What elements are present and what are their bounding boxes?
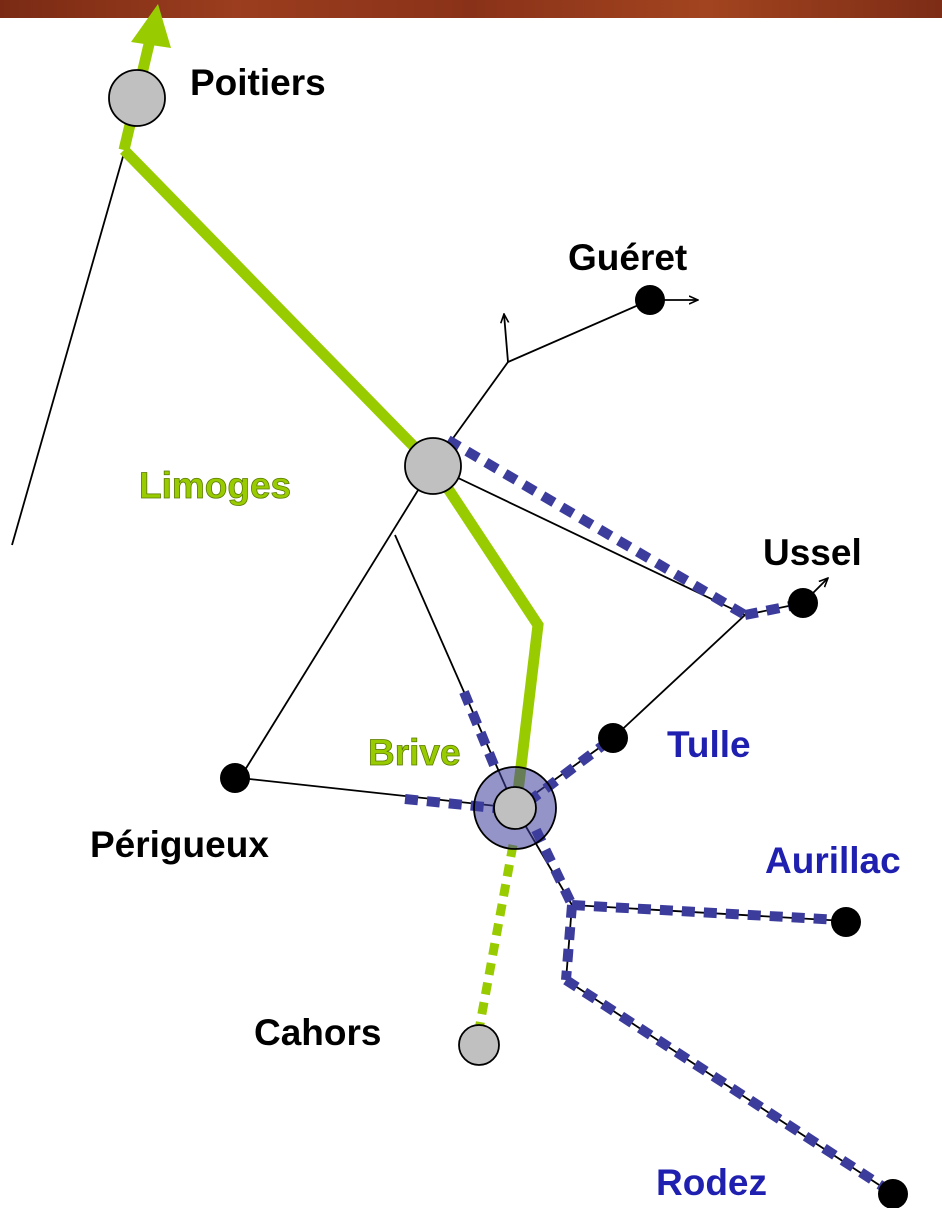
label-aurillac: Aurillac bbox=[765, 840, 901, 881]
line-gueret-north-arrow bbox=[504, 314, 508, 363]
dashed-brive-tulle bbox=[524, 736, 614, 806]
cahors-station-marker bbox=[458, 1024, 500, 1066]
label-cahors: Cahors bbox=[254, 1012, 381, 1053]
line-limoges-perigueux bbox=[239, 465, 434, 779]
tulle-station-marker bbox=[598, 723, 628, 753]
label-rodez: Rodez bbox=[656, 1162, 767, 1203]
dashed-brive-south bbox=[531, 827, 577, 908]
secondary-thin-lines bbox=[11, 152, 894, 1195]
label-gueret: Guéret bbox=[568, 237, 687, 278]
line-rodez bbox=[565, 979, 894, 1195]
line-ussel-tulle bbox=[612, 614, 746, 739]
ussel-station-marker bbox=[788, 588, 818, 618]
label-perigueux: Périgueux bbox=[90, 824, 269, 865]
brive-station-marker bbox=[493, 786, 537, 830]
dashed-ussel-link bbox=[744, 600, 796, 620]
dashed-aurillac bbox=[571, 900, 841, 925]
line-perigueux-brive bbox=[239, 777, 516, 809]
line-poitiers-west bbox=[11, 152, 125, 546]
label-ussel: Ussel bbox=[763, 532, 862, 573]
aurillac-station-marker bbox=[831, 907, 861, 937]
perigueux-station-marker bbox=[220, 763, 250, 793]
label-limoges: Limoges bbox=[139, 465, 291, 506]
dashed-limoges-ussel bbox=[445, 435, 748, 620]
main-line-arrow-icon bbox=[131, 4, 171, 48]
limoges-station-marker bbox=[404, 437, 462, 495]
decorative-banner bbox=[0, 0, 942, 18]
label-tulle: Tulle bbox=[667, 724, 751, 765]
main-line-path bbox=[120, 146, 544, 801]
label-poitiers: Poitiers bbox=[190, 62, 326, 103]
city-labels: Poitiers Guéret Limoges Ussel Brive Tull… bbox=[90, 62, 901, 1203]
line-limoges-ussel bbox=[432, 465, 746, 616]
line-gueret-branch bbox=[507, 299, 651, 363]
main-green-line bbox=[118, 4, 544, 801]
dashed-rodez bbox=[563, 975, 891, 1195]
dashed-blue-lines bbox=[404, 435, 891, 1195]
dashed-fork-rodez bbox=[561, 904, 577, 981]
poitiers-station-marker bbox=[108, 69, 166, 127]
dashed-green-brive-cahors bbox=[473, 844, 518, 1036]
rodez-station-marker bbox=[878, 1179, 908, 1208]
dashed-brive-north bbox=[459, 690, 501, 772]
label-brive: Brive bbox=[368, 732, 461, 773]
gueret-station-marker bbox=[635, 285, 665, 315]
